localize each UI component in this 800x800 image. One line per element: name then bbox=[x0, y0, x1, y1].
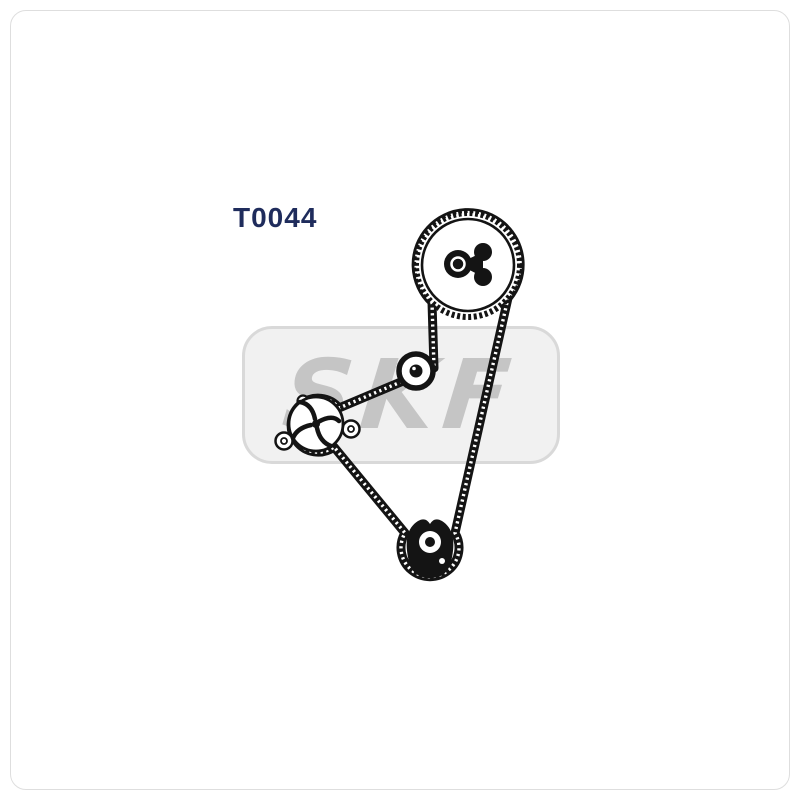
product-code: T0044 bbox=[233, 202, 318, 233]
camshaft-sprocket bbox=[413, 210, 523, 320]
crankshaft-sprocket bbox=[406, 519, 454, 578]
water-pump bbox=[274, 394, 361, 453]
tensioner-pulley bbox=[396, 351, 436, 391]
